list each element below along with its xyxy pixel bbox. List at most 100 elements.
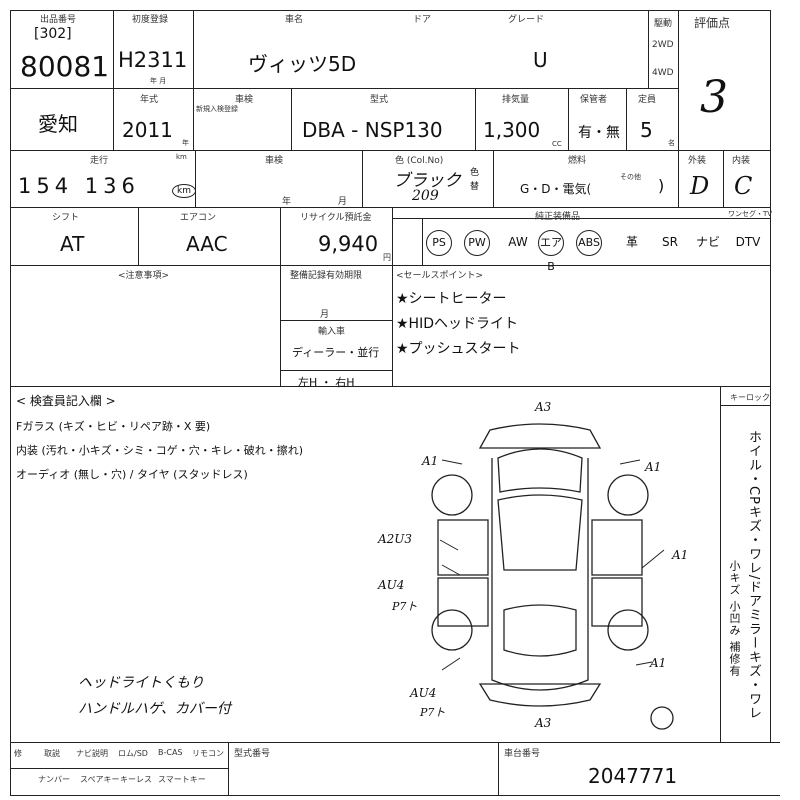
tv-label: ワンセグ・TV [728, 210, 773, 218]
importer-label: 保管者 [580, 95, 608, 105]
footer-label: ナンバー [38, 775, 70, 784]
tire-front-right [607, 474, 649, 516]
inspector-audio: オーディオ (無し・穴) / タイヤ (スタッドレス) [16, 468, 248, 481]
border-bottom [10, 795, 780, 796]
col-divider [193, 10, 194, 150]
damage-mark: A1 [645, 460, 662, 474]
first-reg-label: 初度登録 [132, 15, 169, 25]
mileage-label: 走行 [90, 156, 109, 166]
displacement-value: 1,300 [483, 118, 541, 142]
equipment-item: 革 [625, 235, 638, 249]
handle-value: 左H ・ 右H [298, 376, 355, 389]
door-label: ドア [413, 15, 432, 25]
tire-rear-left [431, 609, 473, 651]
col-divider [195, 150, 196, 207]
color-number: 209 [412, 188, 439, 204]
wheel-note: ホイル・CPキズ・ワレ/ドアミラーキズ・ワレ [746, 430, 761, 721]
border-right [770, 10, 771, 742]
rear-glass [503, 604, 577, 657]
model-label: 型式 [370, 95, 389, 105]
damage-mark: A1 [672, 548, 689, 562]
displacement-label: 排気量 [502, 95, 530, 105]
recycle-value: 9,940 [318, 232, 379, 256]
damage-mark: A2U3 [378, 532, 413, 546]
drive-4wd: 4WD [652, 68, 674, 78]
fuel-other: その他 [620, 173, 641, 181]
equipment-item: DTV [735, 235, 761, 249]
door-rear-left [437, 577, 489, 627]
equip-divider [392, 218, 770, 219]
inspector-interior: 内装 (汚れ・小キズ・シミ・コゲ・穴・キレ・破れ・擦れ) [16, 444, 304, 457]
exterior-value: D [690, 172, 710, 200]
fuel-close: ) [658, 176, 665, 195]
inspector-glass: Fガラス (キズ・ヒビ・リペア跡・X 要) [16, 420, 211, 433]
shift-label: シフト [52, 213, 80, 223]
col-divider [498, 742, 499, 795]
damage-mark: AU4 [410, 686, 437, 700]
col-divider [475, 88, 476, 150]
equipment-item: SR [662, 235, 678, 249]
equipment-item: PS [426, 230, 452, 256]
model-value: DBA - NSP130 [302, 118, 443, 142]
col-divider [568, 88, 569, 150]
grade-value: U [533, 48, 548, 72]
tire-rear-right [607, 609, 649, 651]
col-divider [422, 218, 423, 265]
frame-label: 車台番号 [504, 749, 541, 759]
fuel-label: 燃料 [568, 156, 587, 166]
lot-label: 出品番号 [40, 15, 77, 25]
mileage-sub: km [176, 153, 187, 161]
shift-value: AT [60, 232, 85, 256]
body-outline [491, 458, 589, 691]
recycle-unit: 円 [383, 253, 391, 262]
frame-number: 2047771 [588, 764, 678, 788]
importer-value: 有・無 [578, 125, 620, 141]
col-divider [626, 88, 627, 150]
col-divider [280, 265, 281, 386]
footer-label: リモコン [192, 749, 224, 758]
door-front-right [591, 519, 643, 576]
drive-2wd: 2WD [652, 40, 674, 50]
color-label: 色 (Col.No) [395, 156, 444, 166]
grade-label: グレード [508, 15, 545, 25]
interior-value: C [734, 172, 753, 200]
col-divider [723, 150, 724, 207]
sales-point: ★HIDヘッドライト [396, 316, 518, 332]
footer-label: スペアキー [80, 775, 120, 784]
cell-divider [10, 768, 228, 769]
footer-label: B-CAS [158, 748, 183, 757]
equipment-item: PW [464, 230, 490, 256]
equipment-item: ABS [576, 230, 602, 256]
mileage-unit: km [172, 184, 196, 198]
key-lock-label: キーロック [730, 393, 770, 402]
score-value: 3 [700, 72, 728, 123]
damage-legend: 小キズ 小凹み 補修有 [728, 560, 741, 677]
col-divider [362, 150, 363, 207]
color-side-label: 色替 [470, 168, 480, 192]
footer-label: 修 [14, 749, 22, 758]
cell-divider [720, 405, 770, 406]
inspector-title: < 検査員記入欄 > [16, 394, 116, 408]
warranty-unit: 月 [320, 310, 330, 320]
capacity-value: 5 [640, 118, 653, 142]
border-top [10, 10, 770, 11]
cabin-roof [497, 494, 583, 571]
model-no-label: 型式番号 [234, 749, 271, 759]
col-divider [291, 88, 292, 150]
drive-label: 駆動 [654, 19, 673, 29]
score-label: 評価点 [694, 16, 731, 30]
border-left [10, 10, 11, 795]
damage-mark: A3 [535, 716, 552, 730]
footer-label: ナビ説明 [76, 749, 108, 758]
first-reg-value: H2311 [118, 48, 188, 72]
inspection-sub: 新規入検登録 [196, 105, 238, 113]
equipment-item: エアB [538, 230, 564, 273]
lot-number: 80081 [20, 50, 110, 83]
shaken-label: 車検 [265, 156, 284, 166]
front-bumper [478, 423, 602, 449]
first-reg-unit: 年 月 [150, 77, 167, 85]
col-divider [678, 150, 679, 207]
import-value: ディーラー・並行 [292, 346, 380, 359]
equipment-label: 純正装備品 [535, 212, 581, 222]
car-name-label: 車名 [285, 15, 304, 25]
